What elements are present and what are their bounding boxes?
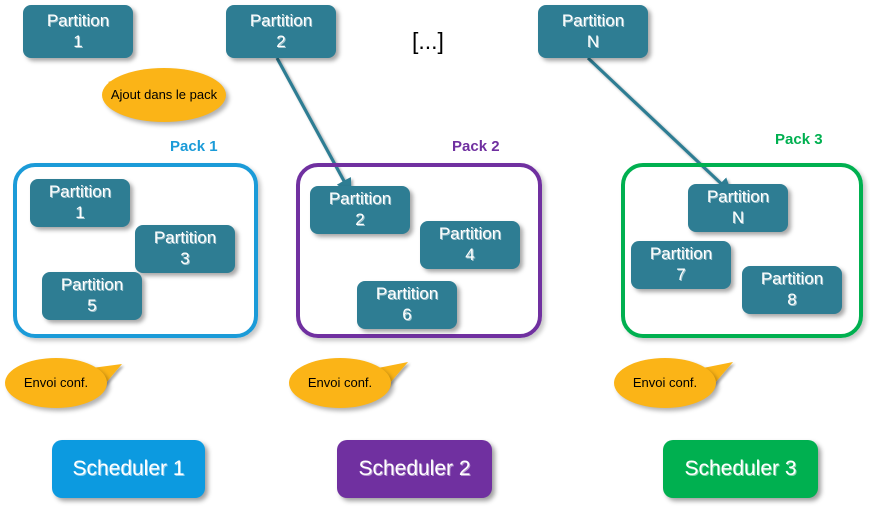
partition-number: 3 bbox=[180, 249, 190, 268]
pack-3-label: Pack 3 bbox=[775, 131, 823, 148]
partition-label: Partition bbox=[649, 244, 713, 264]
callout-ajout-dans-le-pack[interactable]: Ajout dans le pack bbox=[102, 68, 226, 122]
pack1-partition-1[interactable]: Partition 1 bbox=[30, 179, 130, 227]
partition-number: N bbox=[586, 31, 600, 51]
callout-envoi-conf-1[interactable]: Envoi conf. bbox=[5, 358, 107, 408]
top-partition-n[interactable]: Partition N bbox=[538, 5, 648, 58]
partition-label: Partition bbox=[706, 187, 770, 207]
partition-number: 2 bbox=[355, 210, 365, 229]
partition-label: Partition bbox=[46, 10, 110, 30]
partition-number: 6 bbox=[402, 305, 412, 324]
scheduler-3[interactable]: Scheduler 3 bbox=[663, 440, 818, 498]
partition-label: Partition bbox=[153, 228, 217, 248]
partition-label: Partition bbox=[328, 189, 392, 209]
partition-number: 7 bbox=[676, 265, 686, 284]
partition-number: 1 bbox=[73, 31, 83, 51]
pack-2-label: Pack 2 bbox=[452, 138, 500, 155]
pack2-partition-2[interactable]: Partition 2 bbox=[310, 186, 410, 234]
scheduler-1[interactable]: Scheduler 1 bbox=[52, 440, 205, 498]
partition-label: Partition bbox=[375, 284, 439, 304]
pack1-partition-5[interactable]: Partition 5 bbox=[42, 272, 142, 320]
partition-number: 4 bbox=[465, 245, 475, 264]
callout-envoi-conf-2[interactable]: Envoi conf. bbox=[289, 358, 391, 408]
top-partition-1[interactable]: Partition 1 bbox=[23, 5, 133, 58]
pack2-partition-4[interactable]: Partition 4 bbox=[420, 221, 520, 269]
top-partition-2[interactable]: Partition 2 bbox=[226, 5, 336, 58]
partition-number: 2 bbox=[276, 31, 286, 51]
partition-label: Partition bbox=[438, 224, 502, 244]
partition-label: Partition bbox=[60, 275, 124, 295]
pack-2-container[interactable] bbox=[296, 163, 542, 338]
pack2-partition-6[interactable]: Partition 6 bbox=[357, 281, 457, 329]
scheduler-2[interactable]: Scheduler 2 bbox=[337, 440, 492, 498]
pack-1-container[interactable] bbox=[13, 163, 258, 338]
partition-label: Partition bbox=[561, 10, 625, 30]
pack-3-container[interactable] bbox=[621, 163, 863, 338]
pack1-partition-3[interactable]: Partition 3 bbox=[135, 225, 235, 273]
pack3-partition-7[interactable]: Partition 7 bbox=[631, 241, 731, 289]
partition-number: N bbox=[731, 208, 745, 227]
partition-number: 1 bbox=[75, 203, 85, 222]
pack-1-label: Pack 1 bbox=[170, 138, 218, 155]
partition-label: Partition bbox=[48, 182, 112, 202]
pack3-partition-8[interactable]: Partition 8 bbox=[742, 266, 842, 314]
pack3-partition-n[interactable]: Partition N bbox=[688, 184, 788, 232]
partition-number: 5 bbox=[87, 296, 97, 315]
partition-label: Partition bbox=[760, 269, 824, 289]
ellipsis-text: [...] bbox=[412, 28, 444, 54]
callout-envoi-conf-3[interactable]: Envoi conf. bbox=[614, 358, 716, 408]
partition-number: 8 bbox=[787, 290, 797, 309]
partition-label: Partition bbox=[249, 10, 313, 30]
